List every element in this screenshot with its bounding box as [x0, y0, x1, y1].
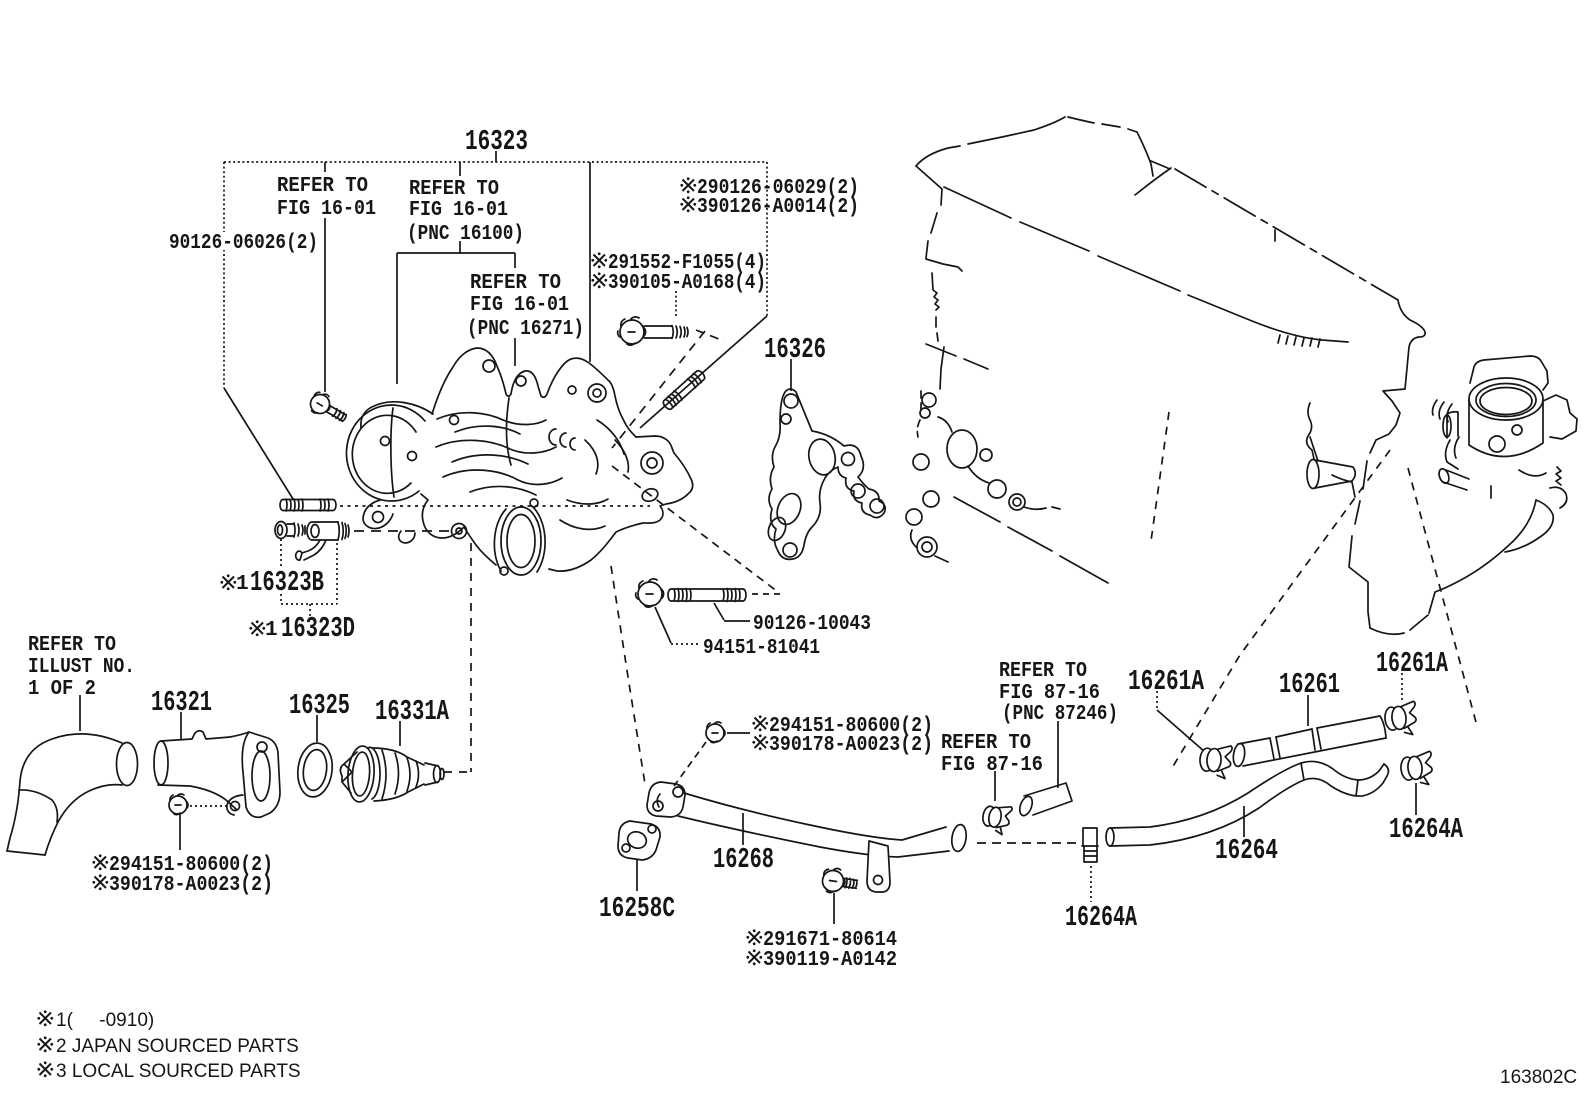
svg-text:390126-A0014(2): 390126-A0014(2)	[697, 196, 859, 219]
svg-text:16331A: 16331A	[375, 695, 449, 728]
svg-text:390178-A0023(2): 390178-A0023(2)	[769, 734, 933, 757]
svg-text:(PNC 16271): (PNC 16271)	[467, 318, 584, 341]
svg-text:94151-81041: 94151-81041	[703, 637, 820, 660]
svg-text:90126-10043: 90126-10043	[753, 613, 871, 636]
svg-text:390105-A0168(4): 390105-A0168(4)	[608, 272, 766, 295]
svg-text:390119-A0142: 390119-A0142	[763, 949, 897, 972]
svg-text:FIG 87-16: FIG 87-16	[999, 682, 1100, 705]
svg-text:16321: 16321	[151, 686, 212, 719]
svg-text:16323: 16323	[465, 125, 528, 158]
svg-text:16261A: 16261A	[1376, 647, 1448, 680]
svg-text:16323D: 16323D	[281, 612, 355, 645]
svg-text:3 LOCAL SOURCED PARTS: 3 LOCAL SOURCED PARTS	[56, 1061, 301, 1082]
svg-text:16264: 16264	[1215, 834, 1278, 867]
svg-text:290126-06029(2): 290126-06029(2)	[697, 177, 859, 200]
svg-text:390178-A0023(2): 390178-A0023(2)	[109, 874, 273, 897]
svg-text:16264A: 16264A	[1389, 813, 1463, 846]
svg-text:REFER TO: REFER TO	[470, 272, 561, 295]
svg-text:FIG 16-01: FIG 16-01	[277, 198, 376, 221]
svg-text:163802C: 163802C	[1500, 1067, 1577, 1088]
svg-text:ILLUST NO.: ILLUST NO.	[28, 656, 135, 679]
svg-text:REFER TO: REFER TO	[277, 175, 368, 198]
svg-text:(PNC 87246): (PNC 87246)	[1002, 703, 1118, 726]
svg-text:16326: 16326	[764, 333, 826, 366]
svg-text:1 OF 2: 1 OF 2	[28, 678, 96, 701]
svg-text:16261A: 16261A	[1128, 665, 1204, 698]
svg-text:16258C: 16258C	[599, 892, 675, 925]
svg-text:291552-F1055(4): 291552-F1055(4)	[608, 252, 766, 275]
svg-text:1: 1	[265, 619, 278, 642]
svg-text:(PNC 16100): (PNC 16100)	[407, 223, 524, 246]
svg-text:REFER TO: REFER TO	[28, 634, 116, 657]
svg-text:REFER TO: REFER TO	[999, 660, 1087, 683]
svg-text:REFER TO: REFER TO	[941, 732, 1031, 755]
svg-text:16323B: 16323B	[250, 566, 324, 599]
svg-text:REFER TO: REFER TO	[409, 178, 499, 201]
svg-text:16264A: 16264A	[1065, 901, 1137, 934]
svg-text:294151-80600(2): 294151-80600(2)	[109, 854, 273, 877]
svg-text:FIG 16-01: FIG 16-01	[470, 294, 569, 317]
svg-text:16261: 16261	[1279, 668, 1340, 701]
svg-text:291671-80614: 291671-80614	[763, 929, 897, 952]
svg-text:294151-80600(2): 294151-80600(2)	[769, 715, 933, 738]
svg-text:16325: 16325	[289, 689, 350, 722]
svg-text:90126-06026(2): 90126-06026(2)	[169, 232, 318, 255]
svg-text:1( -0910): 1( -0910)	[56, 1010, 154, 1031]
svg-text:2 JAPAN SOURCED PARTS: 2 JAPAN SOURCED PARTS	[56, 1036, 299, 1057]
svg-text:1: 1	[236, 573, 249, 596]
svg-text:FIG 16-01: FIG 16-01	[409, 199, 508, 222]
svg-text:FIG 87-16: FIG 87-16	[941, 754, 1043, 777]
svg-text:16268: 16268	[713, 843, 774, 876]
